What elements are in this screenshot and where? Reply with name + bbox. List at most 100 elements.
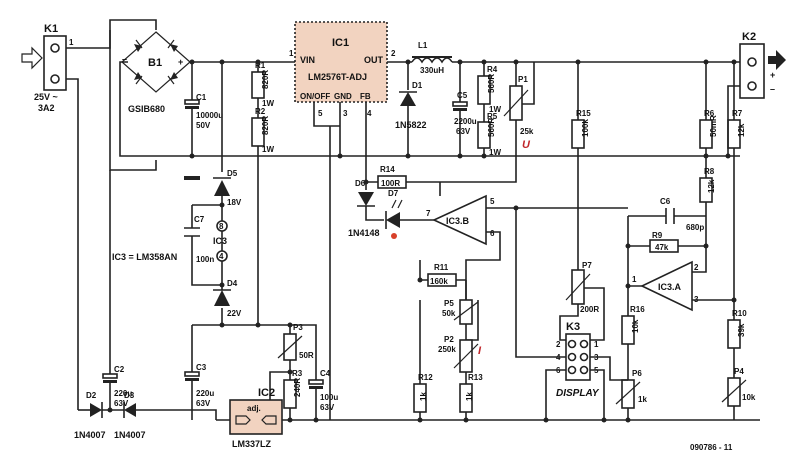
r16-label: R16 <box>630 305 645 314</box>
pot-p2: P2 250k I <box>438 335 482 373</box>
resistor-r11: R11 160k <box>420 263 466 287</box>
r13-value: 1k <box>465 392 474 401</box>
p4-value: 10k <box>742 393 756 402</box>
resistor-r15: R15 100k <box>571 62 591 149</box>
pot-p6: P6 1k <box>615 369 647 409</box>
r5-power: 1W <box>489 148 501 157</box>
pot-p3: P3 50R <box>277 323 314 361</box>
p1-label: P1 <box>518 75 528 84</box>
ic3-supply-label: IC3 <box>213 236 227 246</box>
ic2-adj: adj. <box>247 404 261 413</box>
r8-label: R8 <box>704 167 715 176</box>
p3-label: P3 <box>293 323 303 332</box>
zener-d4: D4 22V <box>213 279 242 325</box>
d3-label: D3 <box>124 391 135 400</box>
p7-value: 200R <box>580 305 599 314</box>
c3-label: C3 <box>196 363 207 372</box>
ic3a-pin2: 2 <box>694 263 699 272</box>
resistor-r7: R7 12k <box>727 62 746 149</box>
capacitor-c4: C4 100u 63V <box>308 369 338 412</box>
r2-label: R2 <box>255 107 266 116</box>
ic1-onoff: ON/OFF <box>300 92 330 101</box>
p6-label: P6 <box>632 369 642 378</box>
opamp-ic3b: IC3.B 7 5 6 <box>426 194 495 246</box>
d4-label: D4 <box>227 279 238 288</box>
c7-value: 100n <box>196 255 214 264</box>
ic3-type-note: IC3 = LM358AN <box>112 252 177 262</box>
b1-minus-label: – <box>122 54 127 64</box>
r1-power: 1W <box>262 99 274 108</box>
bridge-b1: B1 – + GSIB680 <box>121 31 191 114</box>
capacitor-c7: C7 100n <box>184 215 214 264</box>
r2-value: 820R <box>261 116 270 135</box>
led-d7: D7 <box>385 189 403 239</box>
c6-value: 680p <box>686 223 704 232</box>
c2-value: 220u <box>114 389 132 398</box>
c2-voltage: 63V <box>114 399 129 408</box>
b1-plus-label: + <box>178 57 183 67</box>
capacitor-c5: C5 2200u 63V <box>452 62 477 156</box>
ic1-pin5: 5 <box>318 109 323 118</box>
d2-label: D2 <box>86 391 97 400</box>
capacitor-c2: C2 220u 63V <box>102 365 132 408</box>
r14-value: 100R <box>381 179 400 188</box>
r11-value: 160k <box>430 277 448 286</box>
zener-d5: D5 18V <box>213 62 242 215</box>
pot-p1: P1 25k U <box>503 62 535 151</box>
c3-voltage: 63V <box>196 399 211 408</box>
k3-label: K3 <box>566 321 580 333</box>
r13-label: R13 <box>468 373 483 382</box>
resistor-r10: R10 39k <box>727 309 747 349</box>
r15-label: R15 <box>576 109 591 118</box>
r9-value: 47k <box>655 243 669 252</box>
r1-value: 820R <box>261 70 270 89</box>
r11-label: R11 <box>434 263 449 272</box>
resistor-r14: R14 100R <box>366 165 440 189</box>
ic3b-pin5: 5 <box>490 197 495 206</box>
k1-body <box>43 35 67 91</box>
k1-rating-voltage: 25V ~ <box>34 92 58 102</box>
p2-value: 250k <box>438 345 456 354</box>
d2-part: 1N4007 <box>74 430 106 440</box>
c5-value: 2200u <box>454 117 477 126</box>
ic1-label: IC1 <box>332 37 349 49</box>
k3-pin2: 2 <box>556 340 561 349</box>
p1-tag: U <box>522 139 531 151</box>
d5-label: D5 <box>227 169 238 178</box>
d6-label: D6 <box>355 179 366 188</box>
r7-label: R7 <box>732 109 743 118</box>
ic3a-pin1: 1 <box>632 275 637 284</box>
r6-label: R6 <box>704 109 715 118</box>
p4-label: P4 <box>734 367 744 376</box>
d7-label: D7 <box>388 189 399 198</box>
connector-k2: K2 + – <box>739 31 786 99</box>
l1-label: L1 <box>418 41 428 50</box>
c5-label: C5 <box>457 91 468 100</box>
resistor-r16: R16 10k <box>621 305 645 345</box>
c2-label: C2 <box>114 365 125 374</box>
r5-label: R5 <box>487 112 498 121</box>
d3-part: 1N4007 <box>114 430 146 440</box>
r7-value: 12k <box>737 123 746 137</box>
resistor-r1: R1 820R 1W <box>251 61 274 108</box>
capacitor-c1: C1 10000u 50V <box>184 62 223 156</box>
r15-value: 100k <box>581 119 590 137</box>
c7-label: C7 <box>194 215 205 224</box>
ic3-supply-pins: 8 IC3 4 <box>213 220 228 262</box>
resistor-r13: R13 1k <box>459 373 483 413</box>
diode-d6: D6 1N4148 <box>348 179 380 238</box>
r8-value: 12k <box>707 179 716 193</box>
connector-k1: K1 1 25V ~ 3A2 <box>21 23 74 113</box>
ic1-pin4: 4 <box>367 109 372 118</box>
ic1-pin2: 2 <box>391 49 396 58</box>
r3-value: 240R <box>293 378 302 397</box>
resistor-r12: R12 1k <box>413 373 433 413</box>
ic3b-label: IC3.B <box>446 216 470 226</box>
ic1-fb: FB <box>360 92 371 101</box>
ic3-pin4: 4 <box>219 252 224 261</box>
r16-value: 10k <box>631 319 640 333</box>
d4-value: 22V <box>227 309 242 318</box>
ic1-gnd: GND <box>334 92 352 101</box>
c5-voltage: 63V <box>456 127 471 136</box>
